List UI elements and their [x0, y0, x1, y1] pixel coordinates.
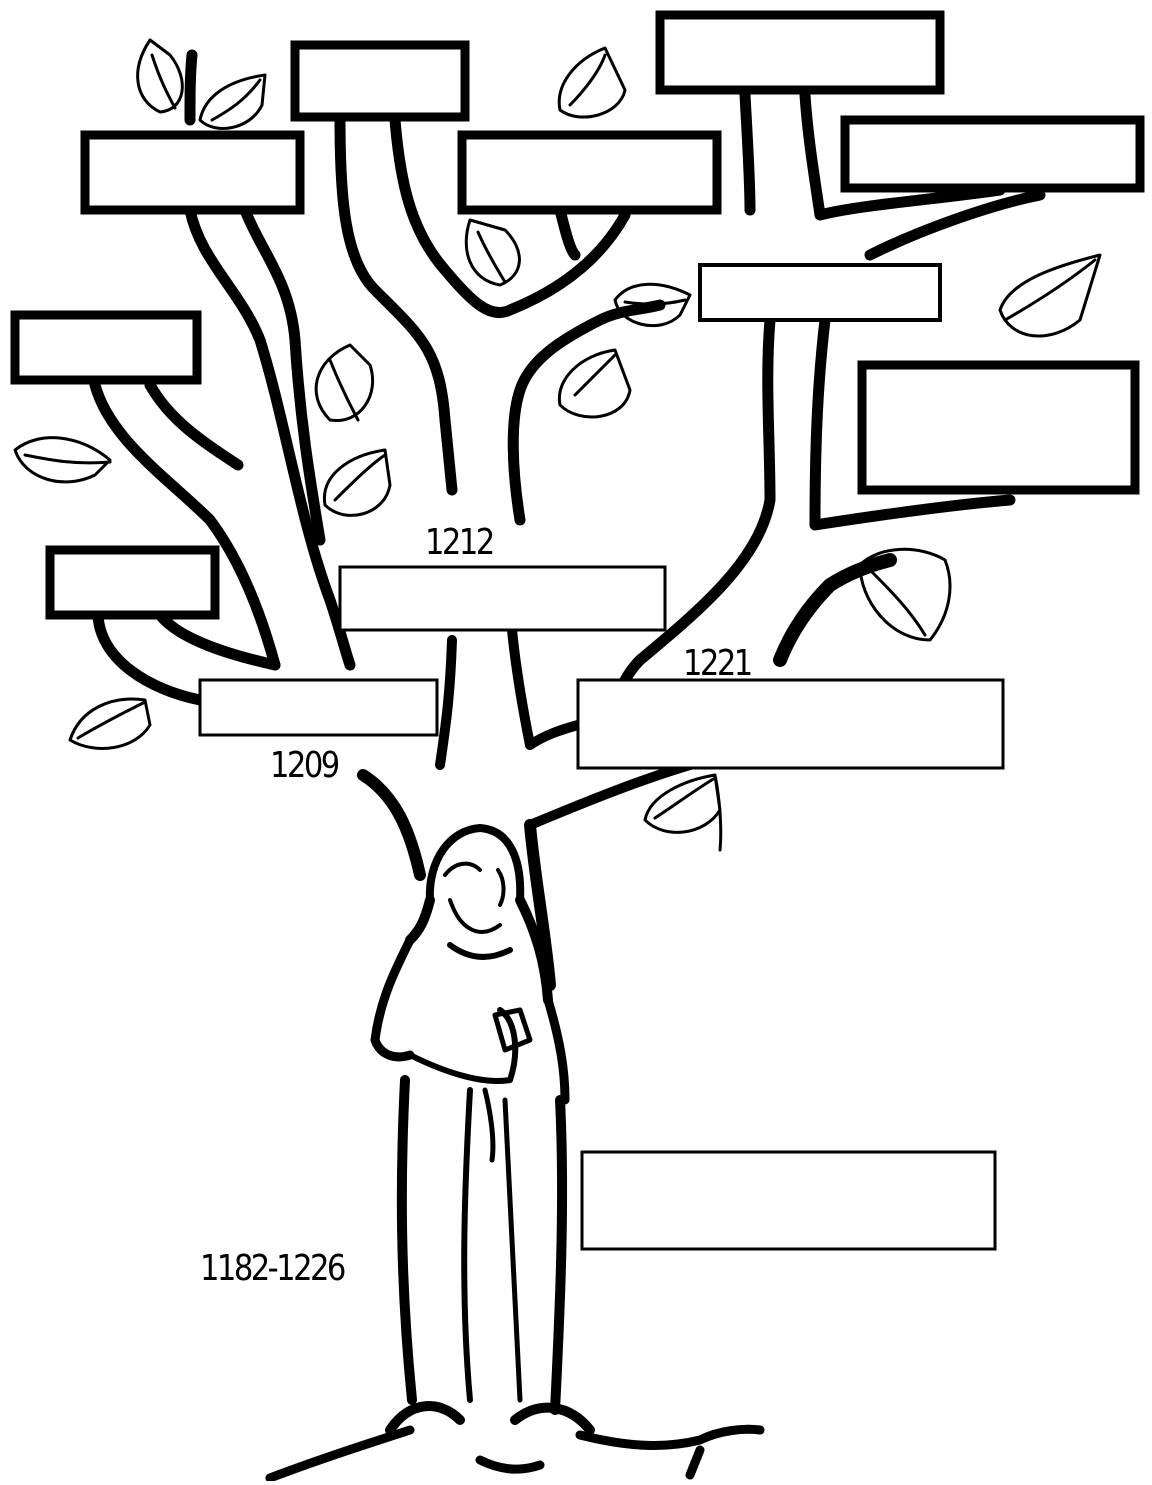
leaf-icon: [559, 350, 630, 417]
answer-box-11[interactable]: [200, 680, 437, 735]
answer-box-12[interactable]: [578, 680, 1003, 768]
answer-box-10[interactable]: [340, 567, 665, 630]
year-label-branch-middle: 1212: [425, 522, 493, 563]
leaf-icon: [324, 450, 390, 515]
answer-box-5[interactable]: [845, 120, 1140, 188]
leaf-icon: [138, 40, 183, 112]
leaf-icon: [615, 284, 690, 325]
leaf-icon: [15, 438, 110, 482]
answer-box-13[interactable]: [582, 1152, 995, 1249]
leaf-icon: [1000, 255, 1100, 336]
answer-box-2[interactable]: [295, 45, 465, 117]
answer-box-9[interactable]: [50, 550, 215, 615]
leaf-icon: [200, 75, 265, 128]
answer-box-6[interactable]: [15, 315, 197, 380]
year-label-branch-left: 1209: [270, 745, 338, 786]
answer-box-3[interactable]: [462, 135, 717, 210]
leaf-icon: [70, 699, 150, 748]
answer-box-1[interactable]: [85, 135, 300, 210]
year-label-root: 1182-1226: [200, 1248, 344, 1289]
year-label-branch-right: 1221: [683, 643, 751, 684]
leaf-icon: [316, 345, 372, 421]
leaf-icon: [559, 48, 625, 117]
leaf-icon: [645, 775, 721, 850]
answer-box-7[interactable]: [700, 265, 940, 320]
answer-box-8[interactable]: [862, 365, 1135, 490]
answer-box-4[interactable]: [660, 15, 940, 90]
leaf-icon: [466, 220, 519, 285]
